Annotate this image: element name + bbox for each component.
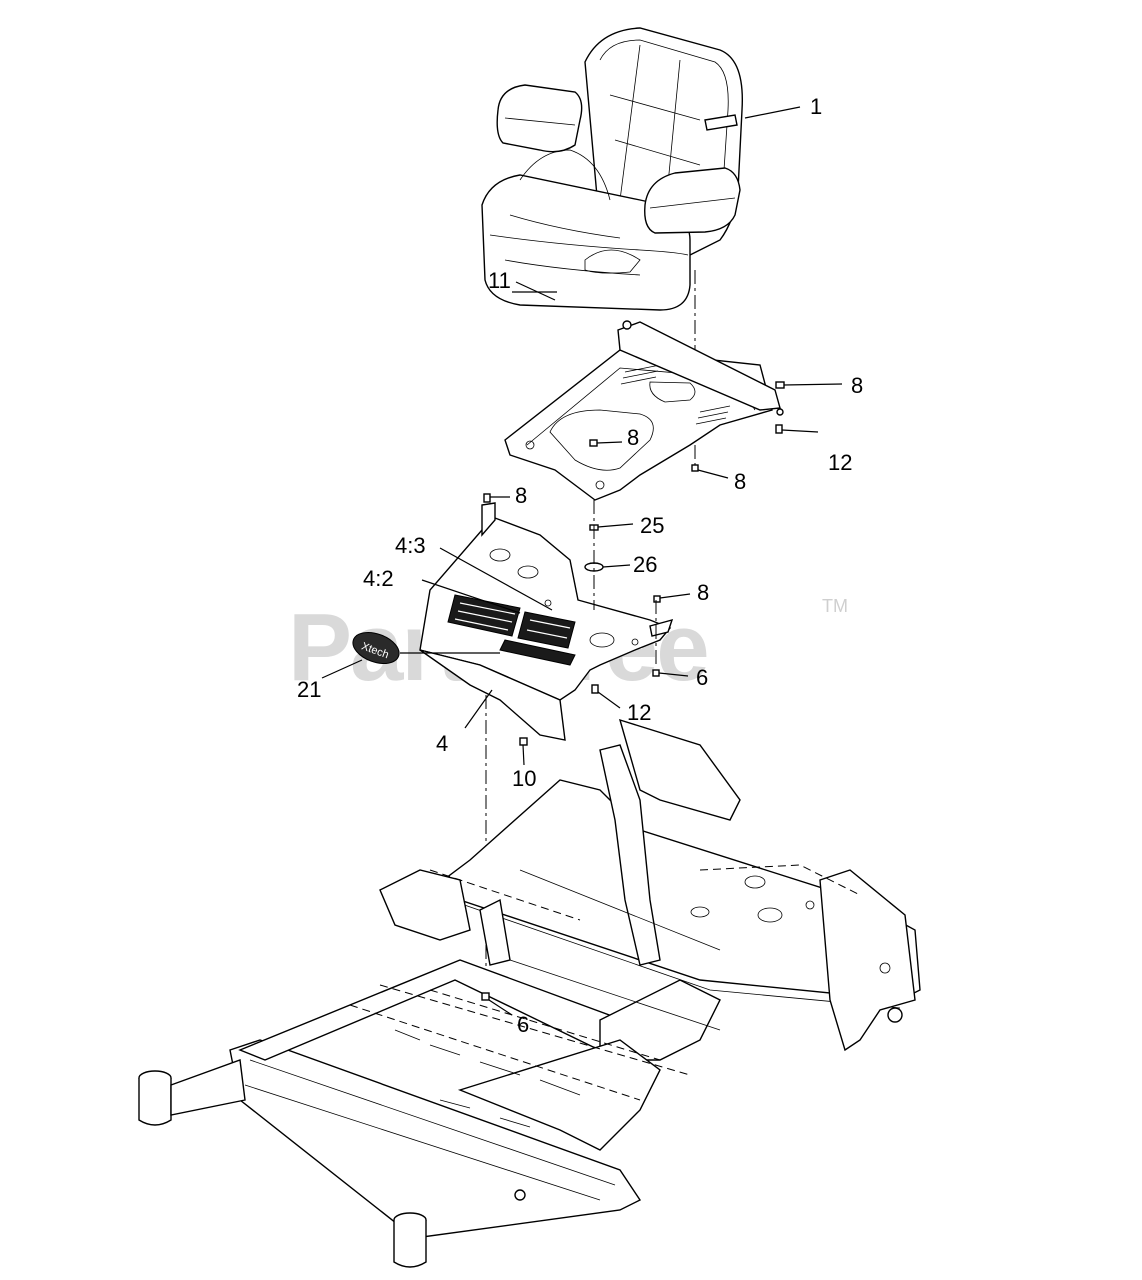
callout-8-plate-center: 8: [627, 425, 639, 450]
emblem-21: Xtech: [321, 631, 500, 679]
leader-4: [464, 689, 493, 729]
seat-assembly[interactable]: [481, 27, 801, 311]
callout-26: 26: [633, 552, 657, 577]
callout-10: 10: [512, 766, 536, 791]
callout-8-right: 8: [697, 580, 709, 605]
callout-labels: 1 11 8 12 8 8 8 25 4:3 26 4:2 8 6 21 12 …: [297, 94, 863, 1037]
leader-11: [515, 281, 556, 301]
watermark-tm: TM: [822, 596, 848, 616]
callout-4-3: 4:3: [395, 533, 426, 558]
callout-4: 4: [436, 731, 448, 756]
callout-11: 11: [488, 268, 511, 293]
mower-frame: [138, 718, 921, 1268]
leader-4-3: [439, 547, 553, 611]
callout-21: 21: [297, 677, 321, 702]
hardware-console: [483, 493, 691, 766]
seat-plate[interactable]: [504, 291, 784, 501]
callout-6-upper: 6: [696, 665, 708, 690]
callout-4-2: 4:2: [363, 566, 394, 591]
console-panel[interactable]: [419, 502, 674, 741]
callout-1: 1: [810, 94, 822, 119]
callout-8-plate-lower: 8: [734, 469, 746, 494]
callout-8-console: 8: [515, 483, 527, 508]
callout-12-upper: 12: [828, 450, 852, 475]
callout-6-lower: 6: [517, 1012, 529, 1037]
hardware-upper: [589, 381, 843, 479]
callout-25: 25: [640, 513, 664, 538]
callout-8-upper-right: 8: [851, 373, 863, 398]
callout-12-lower: 12: [627, 700, 651, 725]
leader-4-2: [421, 579, 521, 614]
